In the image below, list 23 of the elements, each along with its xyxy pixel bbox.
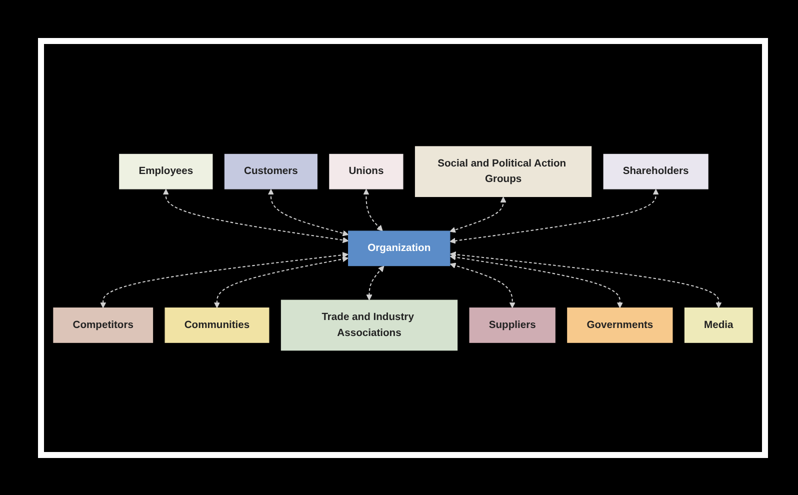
arrow [450,188,659,244]
arrow [366,265,384,300]
node-box: Customers [224,153,318,189]
arrow [450,196,506,232]
node-box: Social and Political Action Groups [414,146,592,197]
node-box: Suppliers [469,307,556,342]
node-box: Shareholders [603,153,708,189]
arrow [450,254,623,308]
arrow [214,256,348,308]
node-box: Media [684,307,753,342]
node-box: Trade and Industry Associations [280,299,458,350]
node-box: Organization [348,230,450,266]
node-box: Governments [567,307,673,342]
node-box: Competitors [53,307,154,342]
node-box: Employees [119,153,213,189]
arrow [450,262,516,308]
arrow [162,188,349,243]
node-box: Communities [164,307,270,342]
node-box: Unions [329,153,404,189]
arrow [363,188,383,231]
arrow [450,251,722,308]
arrow [100,252,348,308]
arrow [268,188,349,236]
